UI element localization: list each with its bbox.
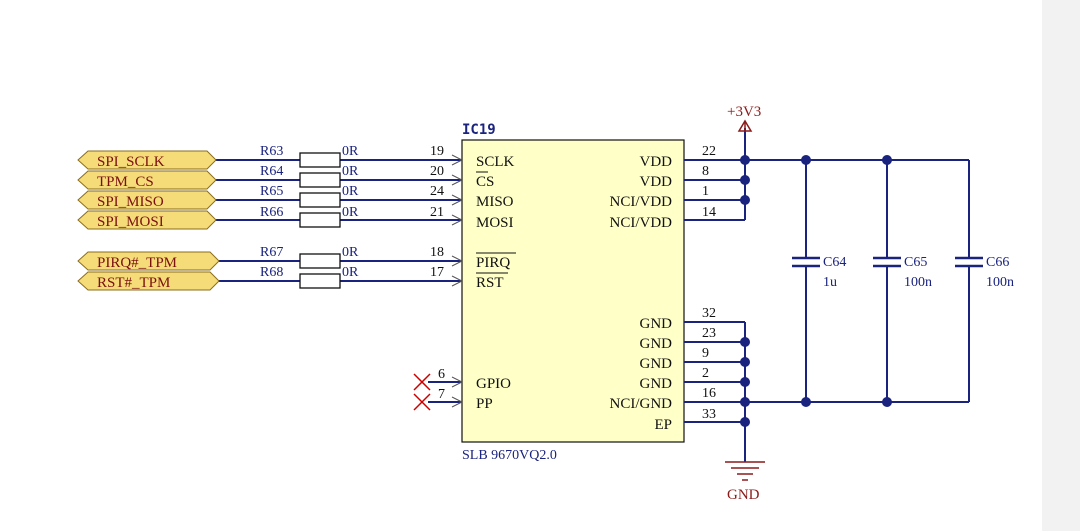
pin-number: 18 xyxy=(430,245,444,260)
ground-icon xyxy=(725,461,765,481)
ic-pin-name: EP xyxy=(654,417,672,433)
side-panel xyxy=(1042,0,1080,531)
ic-part-number: SLB 9670VQ2.0 xyxy=(462,448,557,463)
capacitor-ref: C65 xyxy=(904,255,927,270)
ic-pin-name: NCI/VDD xyxy=(610,194,673,210)
resistor-r64 xyxy=(299,172,341,188)
pin-number: 2 xyxy=(702,366,709,381)
resistor-r67 xyxy=(299,253,341,269)
pin-number: 9 xyxy=(702,346,709,361)
ic-pin-name: RST xyxy=(476,275,504,291)
net-label-spi-mosi xyxy=(77,210,217,230)
ic-pin-name: NCI/VDD xyxy=(610,215,673,231)
resistor-value: 0R xyxy=(342,205,359,220)
left-pin-wires xyxy=(340,159,462,403)
net-label-tpm-cs xyxy=(77,170,217,190)
ic-pin-name: PIRQ xyxy=(476,255,510,271)
pin-number: 20 xyxy=(430,164,444,179)
resistor-ref: R68 xyxy=(260,265,283,280)
resistor-ref: R65 xyxy=(260,184,283,199)
ic-pin-name: CS xyxy=(476,174,494,190)
resistor-ref: R66 xyxy=(260,205,283,220)
net-label-spi-miso xyxy=(77,190,217,210)
resistor-ref: R63 xyxy=(260,144,283,159)
capacitor-c66 xyxy=(955,256,983,268)
ic-pin-name: PP xyxy=(476,396,493,412)
capacitor-ref: C64 xyxy=(823,255,846,270)
ic-body xyxy=(461,139,685,443)
resistor-ref: R64 xyxy=(260,164,283,179)
resistor-r68 xyxy=(299,273,341,289)
pin-number: 1 xyxy=(702,184,709,199)
resistor-ref: R67 xyxy=(260,245,283,260)
input-arrows xyxy=(451,154,464,408)
resistor-r66 xyxy=(299,212,341,228)
capacitor-value: 100n xyxy=(904,275,932,290)
net-name: RST#_TPM xyxy=(97,275,170,291)
pin-number: 23 xyxy=(702,326,716,341)
net-name: SPI_MOSI xyxy=(97,214,164,230)
junction-dots xyxy=(740,155,892,427)
pin-number: 7 xyxy=(438,387,445,402)
net-name: SPI_MISO xyxy=(97,194,164,210)
pin-number: 33 xyxy=(702,407,716,422)
net-name: SPI_SCLK xyxy=(97,154,165,170)
ic-pin-name: GPIO xyxy=(476,376,511,392)
capacitor-c65 xyxy=(873,256,901,268)
capacitor-value: 100n xyxy=(986,275,1014,290)
pin-number: 8 xyxy=(702,164,709,179)
capacitor-ref: C66 xyxy=(986,255,1009,270)
ic-pin-name: VDD xyxy=(640,174,673,190)
resistor-value: 0R xyxy=(342,164,359,179)
resistor-r63 xyxy=(299,152,341,168)
power-arrow-icon xyxy=(737,119,753,132)
pin-number: 6 xyxy=(438,367,445,382)
resistor-value: 0R xyxy=(342,245,359,260)
pin-number: 19 xyxy=(430,144,444,159)
resistor-value: 0R xyxy=(342,144,359,159)
pin-number: 14 xyxy=(702,205,716,220)
resistor-wires xyxy=(215,159,300,282)
ic-pin-name: GND xyxy=(640,336,673,352)
ic-pin-name: GND xyxy=(640,376,673,392)
right-pin-wires xyxy=(684,128,970,462)
capacitor-c64 xyxy=(792,256,820,268)
ic-pin-name: VDD xyxy=(640,154,673,170)
pin-number: 16 xyxy=(702,386,716,401)
no-connect-marker xyxy=(413,373,431,411)
ic-pin-name: SCLK xyxy=(476,154,515,170)
power-net-label: +3V3 xyxy=(727,104,761,120)
ic-pin-name: GND xyxy=(640,316,673,332)
pin-number: 22 xyxy=(702,144,716,159)
ic-pin-name: NCI/GND xyxy=(610,396,673,412)
pin-number: 17 xyxy=(430,265,444,280)
pin-number: 24 xyxy=(430,184,444,199)
resistor-value: 0R xyxy=(342,184,359,199)
pin-number: 21 xyxy=(430,205,444,220)
net-label-spi-sclk xyxy=(77,150,217,170)
pin-number: 32 xyxy=(702,306,716,321)
resistor-r65 xyxy=(299,192,341,208)
capacitor-value: 1u xyxy=(823,275,837,290)
net-name: PIRQ#_TPM xyxy=(97,255,177,271)
ic-pin-name: MOSI xyxy=(476,215,514,231)
net-label-rst xyxy=(77,271,220,291)
ic-pin-name: GND xyxy=(640,356,673,372)
ground-net-label: GND xyxy=(727,487,760,503)
net-label-pirq xyxy=(77,251,220,271)
ic-ref: IC19 xyxy=(462,122,496,138)
resistor-value: 0R xyxy=(342,265,359,280)
net-name: TPM_CS xyxy=(97,174,154,190)
ic-pin-name: MISO xyxy=(476,194,514,210)
